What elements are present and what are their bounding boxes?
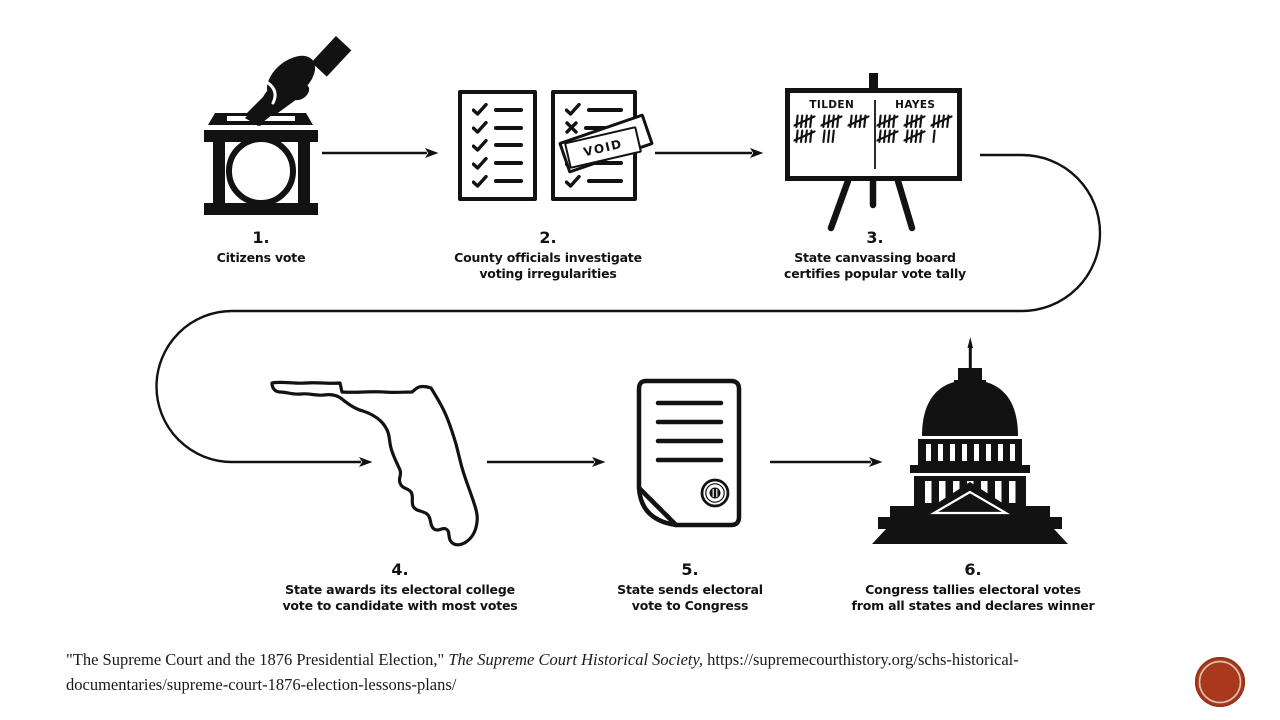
tally-column-tilden: TILDEN	[790, 93, 874, 176]
step-caption: Citizens vote	[216, 250, 306, 265]
checklist-page-void: VOID	[551, 90, 654, 201]
electoral-certificate-icon	[636, 378, 742, 528]
citation-url-line1: https://supremecourthistory.org/schs-his…	[703, 650, 1019, 669]
checklist-row-check	[472, 174, 523, 188]
citation-title: "The Supreme Court and the 1876 Presiden…	[66, 650, 449, 669]
step-caption: State sends electoral	[617, 582, 763, 597]
checklist-row-check	[472, 138, 523, 152]
tally-row	[876, 114, 953, 129]
tally-marks-tilden	[792, 114, 870, 144]
tally-row	[792, 114, 870, 129]
step-number: 3.	[866, 228, 884, 247]
citation-url-line2: documentaries/supreme-court-1876-electio…	[66, 674, 457, 694]
board-divider	[873, 100, 876, 169]
step-caption: State canvassing board	[794, 250, 956, 265]
candidate-name: TILDEN	[809, 99, 855, 111]
easel-top-knob	[869, 73, 878, 90]
ballot-box-icon	[204, 36, 352, 215]
citation: "The Supreme Court and the 1876 Presiden…	[66, 648, 1166, 698]
tally-row	[792, 129, 870, 144]
step-caption: County officials investigate	[454, 250, 642, 265]
florida-map-icon	[270, 380, 479, 547]
tally-column-hayes: HAYES	[874, 93, 958, 176]
step-number: 2.	[539, 228, 557, 247]
checklist-row-check	[472, 103, 523, 117]
step-5-label: 5. State sends electoral vote to Congres…	[570, 560, 810, 613]
step-6-label: 6. Congress tallies electoral votes from…	[827, 560, 1119, 613]
checklist-row-check	[472, 121, 523, 134]
step-caption: State awards its electoral college	[285, 582, 515, 597]
citation-source: The Supreme Court Historical Society,	[448, 650, 704, 669]
step-caption: vote to Congress	[631, 597, 749, 613]
step-number: 6.	[964, 560, 982, 579]
step-1-label: 1. Citizens vote	[151, 228, 371, 266]
tally-row	[876, 129, 953, 144]
checklist-row-check	[565, 103, 623, 117]
step-caption: vote to candidate with most votes	[282, 597, 518, 613]
checklist-page-clean	[458, 90, 537, 201]
tally-marks-hayes	[876, 114, 953, 144]
step-4-label: 4. State awards its electoral college vo…	[265, 560, 535, 613]
void-stamp-label: VOID	[582, 136, 624, 159]
step-caption: Congress tallies electoral votes	[865, 582, 1081, 597]
folded-corner	[636, 485, 679, 528]
step-caption: voting irregularities	[479, 265, 617, 281]
checklist-row-check	[472, 156, 523, 170]
slide-logo	[1194, 656, 1246, 708]
official-seal-icon	[700, 478, 730, 508]
step-number: 4.	[391, 560, 409, 579]
step-caption: certifies popular vote tally	[784, 265, 966, 281]
arrow-step3-to-step4	[155, 153, 1102, 467]
step-number: 1.	[252, 228, 270, 247]
candidate-name: HAYES	[895, 99, 936, 111]
tally-board-icon: TILDEN HAYES	[785, 88, 962, 181]
step-caption: from all states and declares winner	[851, 597, 1095, 613]
step-3-label: 3. State canvassing board certifies popu…	[754, 228, 996, 281]
step-number: 5.	[681, 560, 699, 579]
checklist-row-check	[565, 174, 623, 188]
step-2-label: 2. County officials investigate voting i…	[428, 228, 668, 281]
easel-legs-icon	[827, 178, 916, 232]
capitol-building-icon	[872, 337, 1068, 544]
